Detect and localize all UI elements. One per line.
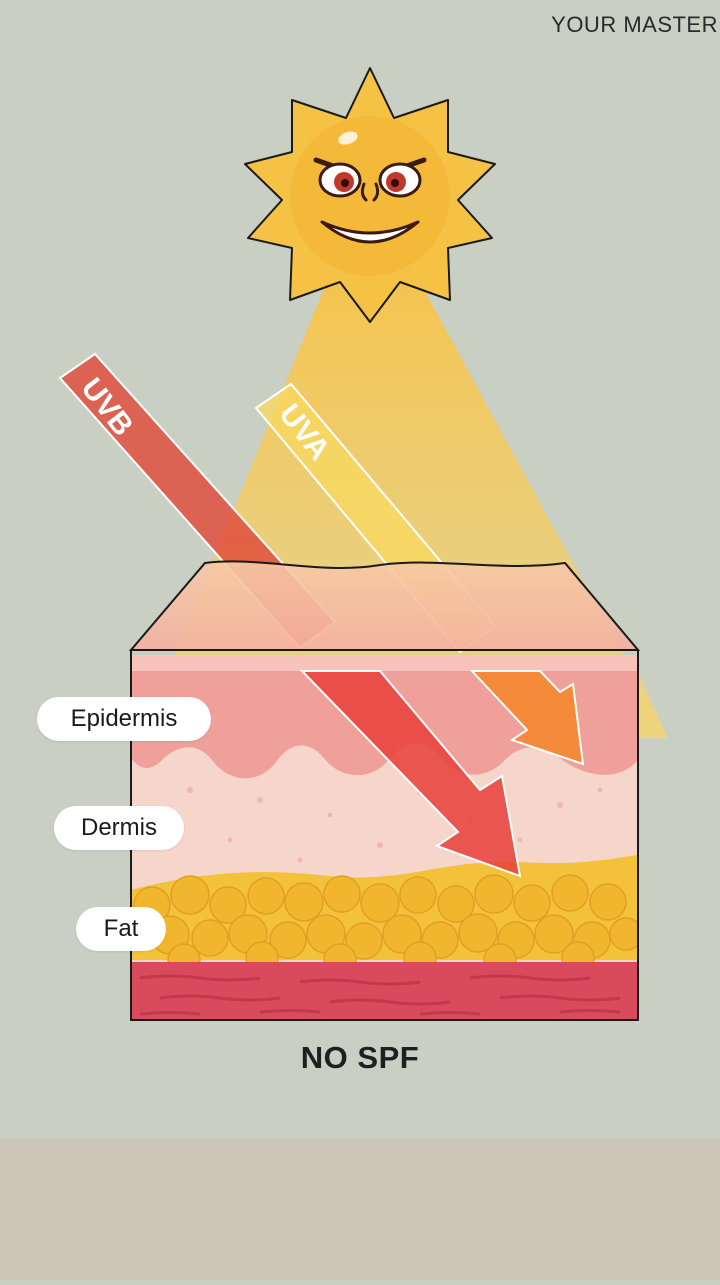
- sun-icon: [244, 67, 496, 323]
- label-fat: Fat: [76, 907, 166, 951]
- caption-no-spf: NO SPF: [300, 1040, 420, 1075]
- skin-top-surface: [128, 560, 641, 651]
- brand-watermark: YOUR MASTER: [551, 12, 718, 37]
- uva-ray-penetration: [469, 670, 585, 766]
- label-epidermis: Epidermis: [37, 697, 211, 741]
- muscle-layer: [131, 962, 638, 1020]
- floor-band: [0, 1138, 720, 1280]
- skin-cross-section: [131, 655, 638, 1020]
- uvb-ray-penetration: [299, 670, 522, 878]
- label-dermis: Dermis: [54, 806, 184, 850]
